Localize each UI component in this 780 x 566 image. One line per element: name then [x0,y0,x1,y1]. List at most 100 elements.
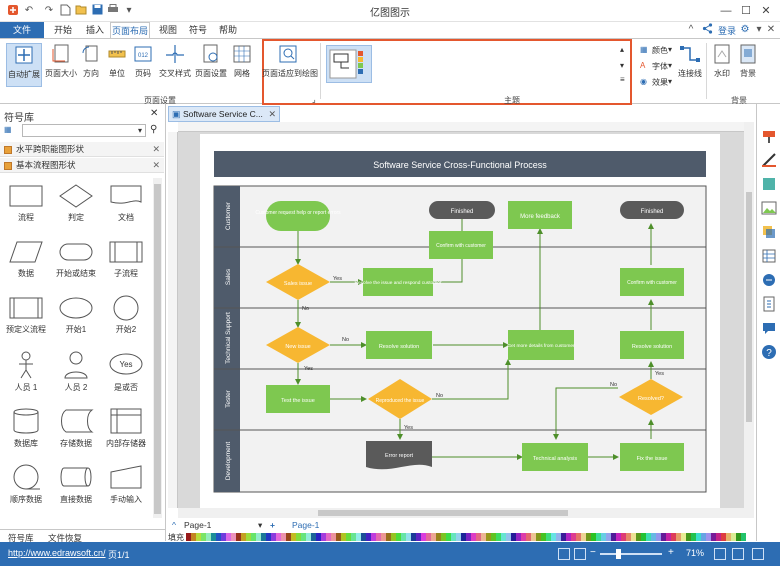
cross-functional-diagram[interactable]: Software Service Cross-Functional Proces… [200,134,720,508]
node-get-more-details[interactable] [508,330,574,360]
panel-close-icon[interactable]: ✕ [150,108,159,119]
color-swatch[interactable] [231,533,236,541]
color-swatch[interactable] [596,533,601,541]
close-ribbon-icon[interactable]: ✕ [766,24,776,35]
effect-option[interactable]: 效果 [652,78,668,87]
help-icon[interactable]: ? [761,344,777,360]
settings-gear-icon[interactable]: ⚙ [740,24,750,35]
color-swatch[interactable] [636,533,641,541]
theme-scroll-up-icon[interactable]: ▴ [620,45,625,54]
color-swatch[interactable] [716,533,721,541]
color-swatch[interactable] [266,533,271,541]
color-swatch[interactable] [301,533,306,541]
menu-page-layout[interactable]: 页面布局 [110,22,150,38]
color-swatch[interactable] [261,533,266,541]
shape-internal-storage[interactable]: 内部存储器 [100,406,152,462]
color-swatch[interactable] [226,533,231,541]
color-dropdown-icon[interactable]: ▾ [668,45,673,54]
shape-subprocess[interactable]: 子流程 [100,238,152,294]
close-icon[interactable]: ✕ [761,5,771,17]
save-icon[interactable] [90,4,104,18]
image-icon[interactable] [761,200,777,216]
shape-decision[interactable]: 判定 [50,182,102,238]
vertical-scrollbar-thumb[interactable] [746,192,752,422]
menu-view[interactable]: 视图 [158,25,177,35]
watermark-button[interactable]: 水印 [710,43,734,87]
color-swatch[interactable] [726,533,731,541]
share-icon[interactable] [700,23,714,37]
shape-person2[interactable]: 人员 2 [50,350,102,406]
color-swatch[interactable] [406,533,411,541]
line-style-icon[interactable] [761,152,777,168]
library-search-input[interactable] [22,124,146,137]
color-swatch[interactable] [611,533,616,541]
node-more-feedback[interactable] [508,201,572,229]
layers-icon[interactable] [761,224,777,240]
drawing-canvas[interactable]: Software Service Cross-Functional Proces… [178,132,744,508]
color-swatch[interactable] [531,533,536,541]
color-swatch[interactable] [651,533,656,541]
shape-person1[interactable]: 人员 1 [0,350,52,406]
color-swatch[interactable] [476,533,481,541]
node-resolve-issue[interactable] [363,268,433,296]
color-swatch[interactable] [281,533,286,541]
color-swatch[interactable] [736,533,741,541]
color-swatch[interactable] [671,533,676,541]
color-swatch[interactable] [641,533,646,541]
color-swatch[interactable] [686,533,691,541]
color-swatch[interactable] [356,533,361,541]
shape-sequential-data[interactable]: 顺序数据 [0,462,52,518]
color-swatch[interactable] [696,533,701,541]
add-page-icon[interactable]: + [270,520,275,530]
color-swatch[interactable] [376,533,381,541]
node-resolved-decision[interactable] [619,379,683,415]
node-error-report[interactable] [366,441,432,470]
settings-dropdown-icon[interactable]: ▾ [756,24,762,35]
fill-icon[interactable] [761,176,777,192]
color-swatch[interactable] [516,533,521,541]
color-swatch[interactable] [431,533,436,541]
color-swatch[interactable] [591,533,596,541]
library-row-cross-functional[interactable]: 水平跨职能图形状 ✕ [0,142,164,157]
color-swatch[interactable] [206,533,211,541]
color-swatch[interactable] [461,533,466,541]
color-swatch[interactable] [391,533,396,541]
color-swatch[interactable] [456,533,461,541]
color-swatch[interactable] [731,533,736,541]
login-link[interactable]: 登录 [718,26,737,36]
color-swatch[interactable] [546,533,551,541]
shape-database[interactable]: 数据库 [0,406,52,462]
color-swatch[interactable] [711,533,716,541]
theme-scroll-down-icon[interactable]: ▾ [620,61,625,70]
color-swatch[interactable] [386,533,391,541]
page-selector[interactable]: Page-1 [184,520,212,530]
document-tab-close-icon[interactable]: ✕ [268,109,276,119]
node-customer-request[interactable] [266,201,330,231]
format-painter-icon[interactable] [761,128,777,144]
zoom-slider[interactable] [600,553,662,555]
color-swatch[interactable] [621,533,626,541]
color-swatch[interactable] [681,533,686,541]
node-finished-2[interactable] [620,201,684,219]
connector-button[interactable]: 连接线 [676,43,704,87]
minimize-icon[interactable]: — [720,5,732,17]
color-swatch[interactable] [626,533,631,541]
canvas-horizontal-scrollbar[interactable] [178,508,744,518]
color-swatch[interactable] [691,533,696,541]
color-swatch[interactable] [201,533,206,541]
color-swatch[interactable] [211,533,216,541]
color-swatch[interactable] [471,533,476,541]
color-swatch[interactable] [606,533,611,541]
shape-document[interactable]: 文档 [100,182,152,238]
color-swatch[interactable] [396,533,401,541]
menu-insert[interactable]: 插入 [85,25,104,35]
customize-icon[interactable]: ▾ [126,5,132,16]
maximize-icon[interactable]: ☐ [741,5,751,17]
undo-icon[interactable]: ↶ [24,5,34,16]
color-swatch[interactable] [236,533,241,541]
color-swatch[interactable] [616,533,621,541]
color-swatch[interactable] [661,533,666,541]
color-swatch[interactable] [216,533,221,541]
color-swatch[interactable] [576,533,581,541]
color-swatch[interactable] [521,533,526,541]
